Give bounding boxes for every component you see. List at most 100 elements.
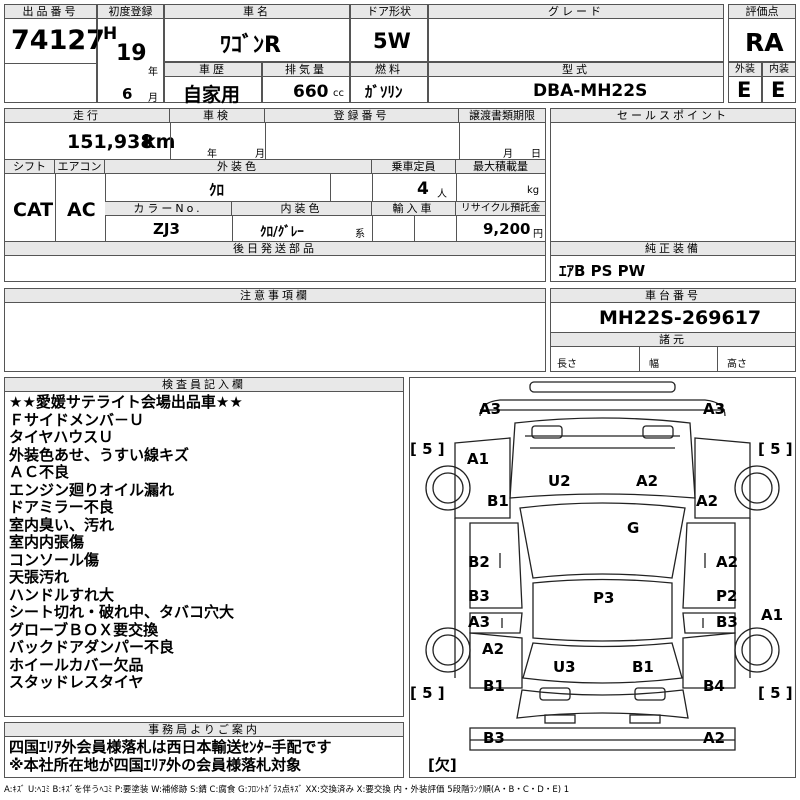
- shift-label: シフト: [5, 160, 55, 174]
- capacity-unit: 人: [437, 189, 447, 200]
- damage-b1-rear-right: B1: [632, 658, 654, 676]
- note-line: Ｆサイドメンバ－Ｕ: [9, 410, 145, 429]
- name-label: 車名: [165, 5, 349, 19]
- equipment-value: ｴｱB PS PW: [559, 262, 646, 280]
- name-cell: 車名 ﾜｺﾞﾝR: [164, 4, 350, 62]
- int-cell: 内装 E: [762, 62, 796, 103]
- damage-b3-right: B3: [716, 613, 738, 631]
- transfer-label: 譲渡書類期限: [459, 109, 545, 123]
- ac-label: エアコン: [55, 160, 105, 174]
- inspector-block: 検査員記入欄 ★★愛媛サテライト会場出品車★★ Ｆサイドメンバ－Ｕ タイヤハウス…: [4, 377, 404, 717]
- damage-b3-left: B3: [468, 587, 490, 605]
- first-reg-label: 初度登録: [98, 5, 163, 19]
- door-type: 5W: [373, 29, 411, 53]
- car-outline: [425, 381, 780, 751]
- damage-b1-left: B1: [487, 492, 509, 510]
- tire-front-left: [ 5 ]: [410, 440, 445, 458]
- reg-month: 6: [122, 85, 133, 103]
- int-label: 内装: [763, 63, 795, 77]
- displacement-cell: 排気量 660 cc: [262, 62, 350, 103]
- lot-cell: 出品番号 74127: [4, 4, 105, 103]
- recycle-unit: 円: [533, 229, 543, 240]
- note-line: 室内臭い、汚れ: [9, 515, 115, 534]
- lot-label: 出品番号: [5, 5, 96, 19]
- note-line: ★★愛媛サテライト会場出品車★★: [9, 393, 243, 411]
- note-line: ドアミラー不良: [9, 498, 114, 516]
- note-line: グローブＢＯＸ要交換: [9, 620, 159, 639]
- damage-a1-left: A1: [467, 450, 490, 468]
- car-name: ﾜｺﾞﾝR: [220, 33, 281, 58]
- note-line: ハンドルすれ大: [9, 585, 115, 604]
- damage-b4: B4: [703, 677, 725, 695]
- spare-tire-missing: [欠]: [428, 756, 457, 774]
- capacity-label: 乗車定員: [372, 160, 456, 174]
- width-label: 幅: [649, 359, 659, 370]
- history-label: 車歴: [165, 63, 261, 77]
- mileage-label: 走行: [5, 109, 170, 123]
- load-unit: kg: [527, 185, 540, 196]
- damage-u2: U2: [548, 472, 571, 490]
- office-label: 事務局よりご案内: [5, 723, 403, 737]
- score-label: 評価点: [729, 5, 795, 19]
- equipment-label: 純正装備: [551, 242, 795, 256]
- damage-u3: U3: [553, 658, 576, 676]
- office-block: 事務局よりご案内 四国ｴﾘｱ外会員様落札は西日本輸送ｾﾝﾀｰ手配です ※本社所在…: [4, 722, 404, 778]
- exterior-color-label: 外装色: [105, 160, 372, 174]
- color-no-label: カラーNo.: [105, 202, 232, 216]
- note-line: 外装色あせ、うすい線キズ: [9, 445, 190, 464]
- grade-cell: グレード: [428, 4, 724, 62]
- sales-block: セールスポイント 純正装備 ｴｱB PS PW: [550, 108, 796, 282]
- length-label: 長さ: [557, 359, 577, 370]
- legend: A:ｷｽﾞ U:ﾍｺﾐ B:ｷｽﾞを伴うﾍｺﾐ P:要塗装 W:補修跡 S:錆 …: [4, 785, 570, 795]
- model-cell: 型式 DBA-MH22S: [428, 62, 724, 103]
- office-line: ※本社所在地が四国ｴﾘｱ外の会員様落札対象: [9, 755, 302, 774]
- era: H: [103, 24, 118, 44]
- note-line: スタッドレスタイヤ: [9, 673, 144, 691]
- score-cell: 評価点 RA: [728, 4, 796, 62]
- damage-b1-rear-left: B1: [483, 677, 505, 695]
- fuel-value: ｶﾞｿﾘﾝ: [365, 83, 403, 101]
- load-label: 最大積載量: [456, 160, 545, 174]
- mileage-unit: km: [143, 131, 176, 153]
- note-line: 室内内張傷: [9, 533, 85, 551]
- transfer-month-unit: 月: [503, 149, 513, 160]
- model-label: 型式: [429, 63, 723, 77]
- ext-cell: 外装 E: [728, 62, 762, 103]
- caution-label: 注意事項欄: [5, 289, 545, 303]
- interior-suffix: 系: [355, 229, 365, 240]
- note-line: 天張汚れ: [9, 568, 70, 586]
- grade-label: グレード: [429, 5, 723, 19]
- displacement-value: 660: [293, 82, 329, 102]
- note-line: コンソール傷: [9, 550, 100, 569]
- vehicle-info-block: 走行 車検 登録番号 譲渡書類期限 151,938 km 年 月 月 日 シフト…: [4, 108, 546, 282]
- sales-label: セールスポイント: [551, 109, 795, 123]
- history-cell: 車歴 自家用: [164, 62, 262, 106]
- damage-a2-right: A2: [696, 492, 719, 510]
- later-parts-label: 後日発送部品: [5, 242, 545, 256]
- displacement-unit: cc: [333, 88, 344, 99]
- tire-front-right: [ 5 ]: [758, 440, 793, 458]
- month-unit: 月: [148, 93, 158, 104]
- shift-value: CAT: [13, 199, 54, 221]
- height-label: 高さ: [727, 359, 747, 370]
- capacity-value: 4: [417, 179, 429, 199]
- door-cell: ドア形状 5W: [350, 4, 428, 62]
- car-diagram: A3 A3 [ 5 ] [ 5 ] A1 U2 A2 B1 A2 G B2 A2…: [409, 377, 796, 778]
- year-unit: 年: [148, 67, 158, 78]
- first-reg-cell: 初度登録 H 19 年 6 月: [97, 4, 164, 104]
- lot-number: 74127: [11, 25, 105, 56]
- damage-p3: P3: [593, 589, 615, 607]
- door-label: ドア形状: [351, 5, 427, 19]
- transfer-day-unit: 日: [531, 149, 541, 160]
- note-line: ホイールカバー欠品: [9, 655, 144, 674]
- inspection-year-unit: 年: [207, 149, 217, 160]
- inspection-label: 車検: [170, 109, 265, 123]
- interior-color-value: ｸﾛ/ｸﾞﾚｰ: [260, 225, 304, 240]
- ext-grade: E: [737, 78, 752, 102]
- note-line: エンジン廻りオイル漏れ: [9, 480, 175, 499]
- recycle-label: リサイクル預託金: [456, 202, 545, 216]
- inspector-notes: ★★愛媛サテライト会場出品車★★ Ｆサイドメンバ－Ｕ タイヤハウスＵ 外装色あせ…: [9, 393, 243, 692]
- damage-a2-bumper: A2: [703, 729, 726, 747]
- damage-p2: P2: [716, 587, 738, 605]
- score-value: RA: [745, 28, 784, 57]
